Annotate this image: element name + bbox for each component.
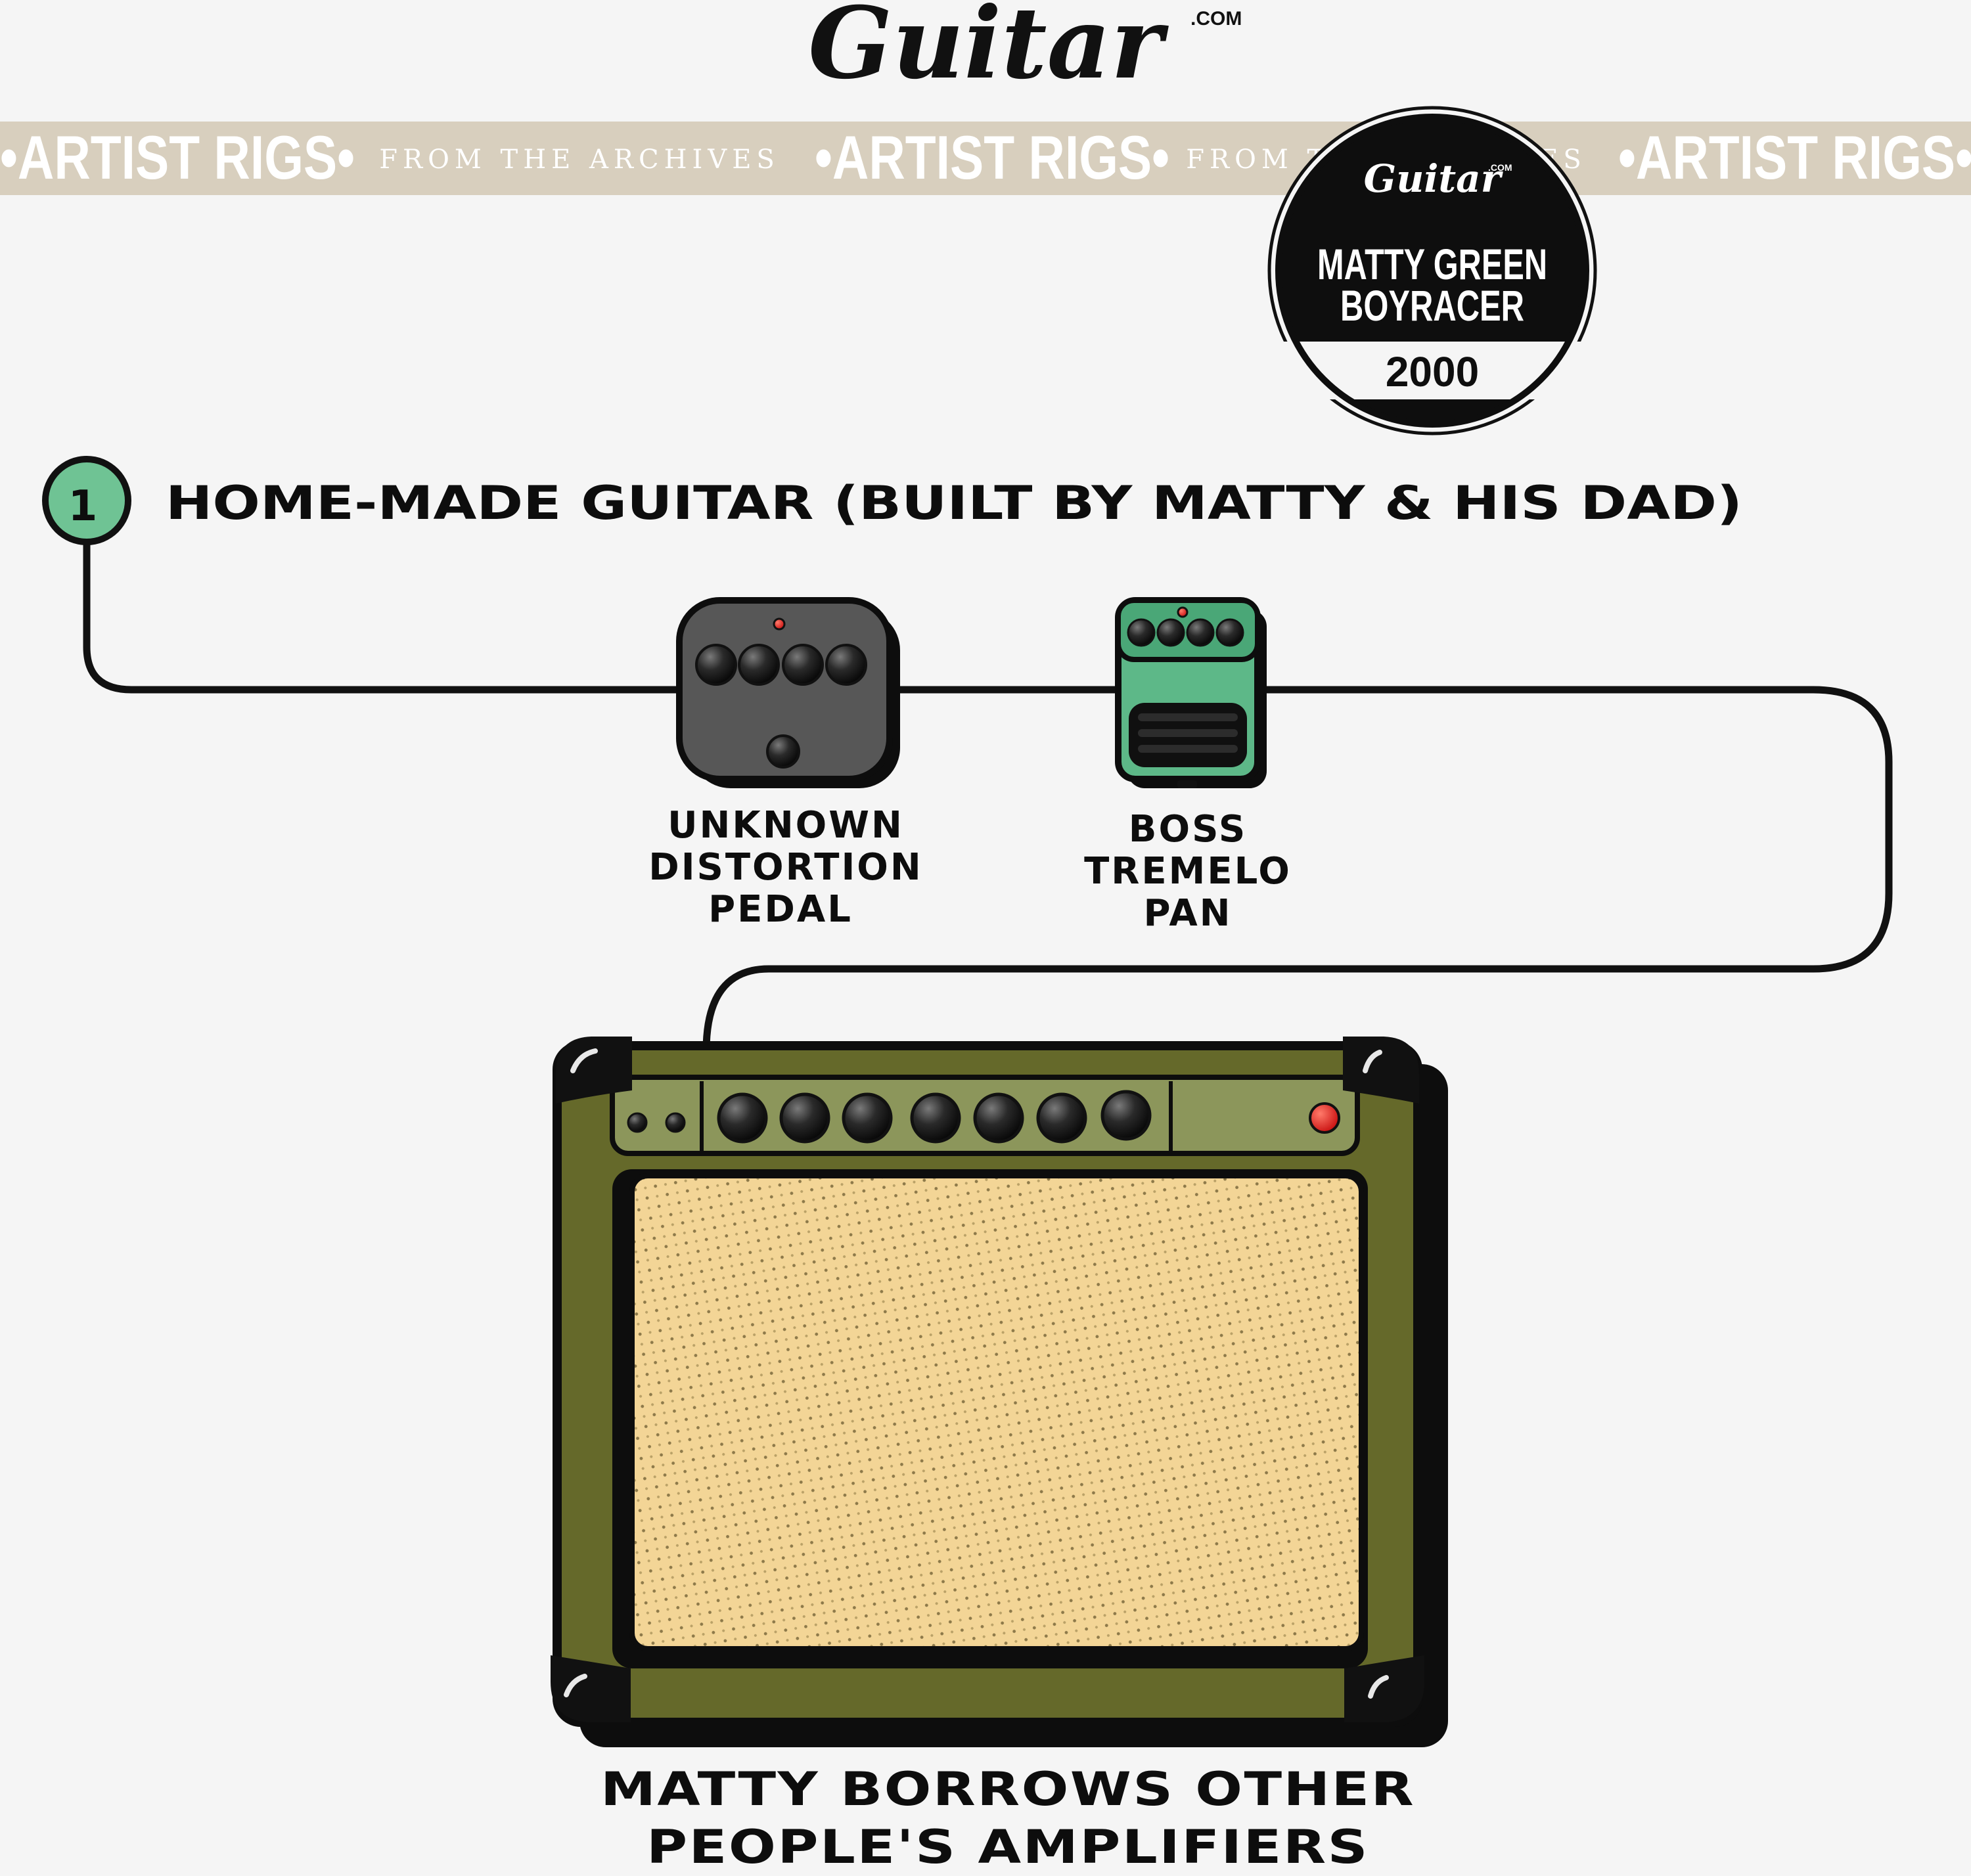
badge-logo-text: Guitar xyxy=(1364,156,1504,201)
badge-year: 2000 xyxy=(1386,348,1479,395)
banner-segment-artist-rigs: •ARTIST RIGS• xyxy=(0,123,355,192)
banner-segment-artist-rigs: •ARTIST RIGS• xyxy=(1618,123,1971,192)
amp-label-line: MATTY BORROWS OTHER xyxy=(600,1762,1415,1816)
pedal-label-line: PEDAL xyxy=(708,888,853,931)
amp-label-line: PEOPLE'S AMPLIFIERS xyxy=(646,1820,1369,1874)
banner-background xyxy=(0,122,1971,195)
amplifier-label: MATTY BORROWS OTHER PEOPLE'S AMPLIFIERS xyxy=(600,1762,1415,1874)
pedal-label-line: PAN xyxy=(1143,892,1232,935)
pedal-label-line: UNKNOWN xyxy=(668,804,904,847)
distortion-pedal xyxy=(676,597,900,788)
artist-rigs-banner: •ARTIST RIGS• FROM THE ARCHIVES •ARTIST … xyxy=(0,122,1971,195)
step-1-marker: 1 xyxy=(42,456,131,545)
guitar-com-logo[interactable]: Guitar .COM xyxy=(808,0,1242,101)
banner-segment-artist-rigs: •ARTIST RIGS• xyxy=(815,123,1169,192)
step-number: 1 xyxy=(68,482,98,531)
tremolo-pedal xyxy=(1115,597,1267,788)
badge-band-name: BOYRACER xyxy=(1340,281,1524,330)
pedal-label-line: DISTORTION xyxy=(648,846,923,889)
badge-artist-name: MATTY GREEN xyxy=(1317,240,1547,288)
logo-text: Guitar xyxy=(808,0,1169,101)
signal-cable xyxy=(83,528,1893,1055)
banner-segment-archives: FROM THE ARCHIVES xyxy=(379,145,780,175)
pedal-label-line: TREMELO xyxy=(1084,850,1292,893)
artist-badge: Guitar .COM MATTY GREEN BOYRACER 2000 xyxy=(1267,106,1597,436)
guitar-label: HOME-MADE GUITAR (BUILT BY MATTY & HIS D… xyxy=(166,476,1742,530)
logo-suffix: .COM xyxy=(1190,8,1242,30)
distortion-pedal-label: UNKNOWN DISTORTION PEDAL xyxy=(648,804,923,931)
tremolo-pedal-label: BOSS TREMELO PAN xyxy=(1084,808,1292,935)
pedal-label-line: BOSS xyxy=(1129,808,1247,851)
combo-amplifier xyxy=(551,1037,1448,1747)
badge-logo-suffix: .COM xyxy=(1488,162,1512,173)
